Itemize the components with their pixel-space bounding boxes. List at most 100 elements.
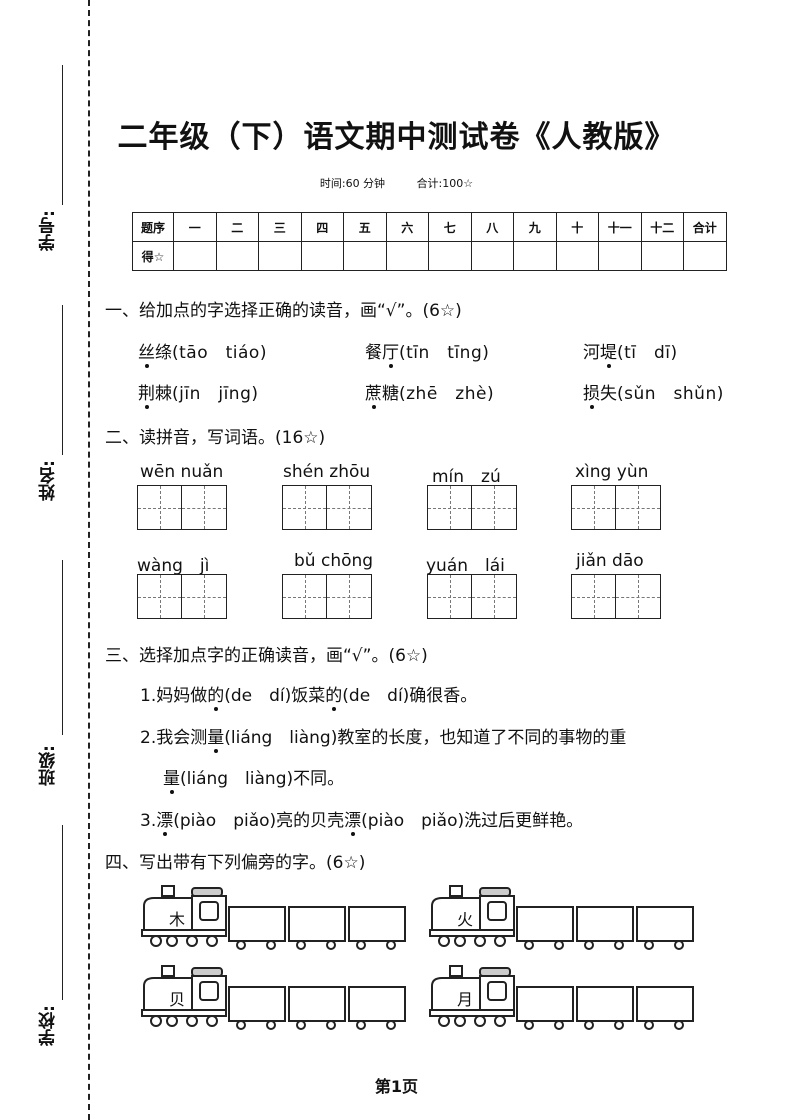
student-id-label: 学号:: [39, 210, 59, 251]
writing-grid[interactable]: [282, 574, 372, 619]
q1-pinyin-options[interactable]: (zhē zhè): [399, 384, 495, 404]
answer-car[interactable]: [348, 986, 406, 1022]
q3-text[interactable]: (de dí)饭菜: [224, 686, 326, 706]
grid-cell[interactable]: [182, 485, 227, 530]
pinyin-prompt: bǔ chōng: [294, 551, 374, 571]
q3-sentence-1[interactable]: 1.妈妈做的(de dí)饭菜的(de dí)确很香。: [140, 681, 478, 711]
answer-car[interactable]: [516, 906, 574, 942]
q3-dotted-char: 漂: [344, 806, 361, 836]
q3-text[interactable]: (de dí)确很香。: [342, 686, 478, 706]
grid-cell[interactable]: [616, 485, 661, 530]
answer-car[interactable]: [516, 986, 574, 1022]
q3-text[interactable]: (liáng liàng)教室的长度，也知道了不同的事物的重: [224, 728, 627, 748]
q3-text[interactable]: (piào piǎo)洗过后更鲜艳。: [361, 811, 584, 831]
wheel-icon: [614, 940, 624, 950]
score-cell[interactable]: [300, 241, 344, 271]
radical-label: 火: [456, 910, 473, 929]
q1-dotted-char: 蔗: [365, 379, 382, 409]
writing-grid[interactable]: [427, 574, 517, 619]
answer-car[interactable]: [636, 986, 694, 1022]
score-cell[interactable]: [343, 241, 387, 271]
grid-cell[interactable]: [327, 574, 372, 619]
answer-car[interactable]: [636, 906, 694, 942]
score-cell[interactable]: [683, 241, 727, 271]
grid-cell[interactable]: [427, 485, 472, 530]
grid-cell[interactable]: [282, 574, 327, 619]
grid-cell[interactable]: [571, 485, 616, 530]
q1-char: 餐: [365, 343, 382, 363]
score-row-label: 得☆: [132, 241, 174, 271]
q1-item[interactable]: 荆棘(jīn jīng): [138, 379, 259, 409]
q3-dotted-char: 量: [163, 764, 180, 794]
score-cell[interactable]: [470, 241, 514, 271]
grid-cell[interactable]: [616, 574, 661, 619]
writing-grid[interactable]: [137, 485, 227, 530]
answer-car[interactable]: [576, 986, 634, 1022]
q1-pinyin-options[interactable]: (tīn tīng): [399, 343, 490, 363]
student-id-line[interactable]: [62, 65, 63, 205]
answer-car[interactable]: [228, 906, 286, 942]
writing-grid[interactable]: [137, 574, 227, 619]
q3-text[interactable]: (piào piǎo)亮的贝壳: [173, 811, 345, 831]
q3-text[interactable]: (liáng liàng)不同。: [180, 769, 345, 789]
q1-item[interactable]: 蔗糖(zhē zhè): [365, 379, 495, 409]
writing-grid[interactable]: [282, 485, 372, 530]
q1-item[interactable]: 河堤(tī dī): [583, 338, 678, 368]
score-cell[interactable]: [428, 241, 472, 271]
wheel-icon: [386, 1020, 396, 1030]
score-cell[interactable]: [173, 241, 217, 271]
q1-pinyin-options[interactable]: (jīn jīng): [172, 384, 259, 404]
grid-cell[interactable]: [571, 574, 616, 619]
answer-car[interactable]: [348, 906, 406, 942]
q3-sentence-3[interactable]: 3.漂(piào piǎo)亮的贝壳漂(piào piǎo)洗过后更鲜艳。: [140, 806, 584, 836]
q1-pinyin-options[interactable]: (tāo tiáo): [172, 343, 267, 363]
grid-cell[interactable]: [472, 485, 517, 530]
writing-grid[interactable]: [427, 485, 517, 530]
school-line[interactable]: [62, 825, 63, 1000]
answer-car[interactable]: [288, 986, 346, 1022]
q1-pinyin-options[interactable]: (sǔn shǔn): [617, 384, 724, 404]
student-name-line[interactable]: [62, 305, 63, 455]
answer-car[interactable]: [288, 906, 346, 942]
radical-label: 月: [456, 990, 473, 1009]
score-cell[interactable]: [215, 241, 259, 271]
grid-cell[interactable]: [137, 485, 182, 530]
answer-car[interactable]: [228, 986, 286, 1022]
table-header-cell: 七: [428, 212, 472, 242]
radical-train: 木: [140, 884, 410, 950]
q3-text: 2.我会测: [140, 728, 208, 748]
pinyin-prompt: shén zhōu: [283, 462, 371, 482]
table-header-cell: 合计: [683, 212, 727, 242]
q1-pinyin-options[interactable]: (tī dī): [617, 343, 678, 363]
score-cell[interactable]: [598, 241, 642, 271]
table-header-cell: 六: [385, 212, 429, 242]
q1-item[interactable]: 丝绦(tāo tiáo): [138, 338, 267, 368]
grid-cell[interactable]: [427, 574, 472, 619]
q1-item[interactable]: 餐厅(tīn tīng): [365, 338, 490, 368]
grid-cell[interactable]: [472, 574, 517, 619]
q1-char: 失: [600, 384, 617, 404]
q1-item[interactable]: 损失(sǔn shǔn): [583, 379, 724, 409]
table-header-cell: 十一: [598, 212, 642, 242]
wheel-icon: [386, 940, 396, 950]
answer-car[interactable]: [576, 906, 634, 942]
pinyin-prompt: xìng yùn: [575, 462, 649, 482]
writing-grid[interactable]: [571, 485, 661, 530]
q3-sentence-2-continued[interactable]: 量(liáng liàng)不同。: [163, 764, 345, 794]
score-cell[interactable]: [555, 241, 599, 271]
table-header-cell: 八: [470, 212, 514, 242]
grid-cell[interactable]: [182, 574, 227, 619]
score-cell[interactable]: [640, 241, 684, 271]
wheel-icon: [236, 940, 246, 950]
class-line[interactable]: [62, 560, 63, 735]
grid-cell[interactable]: [137, 574, 182, 619]
q3-sentence-2[interactable]: 2.我会测量(liáng liàng)教室的长度，也知道了不同的事物的重: [140, 723, 627, 753]
grid-cell[interactable]: [327, 485, 372, 530]
writing-grid[interactable]: [571, 574, 661, 619]
q3-dotted-char: 的: [325, 681, 342, 711]
score-cell[interactable]: [385, 241, 429, 271]
score-cell[interactable]: [258, 241, 302, 271]
grid-cell[interactable]: [282, 485, 327, 530]
score-table-row: 得☆: [132, 241, 727, 271]
score-cell[interactable]: [513, 241, 557, 271]
